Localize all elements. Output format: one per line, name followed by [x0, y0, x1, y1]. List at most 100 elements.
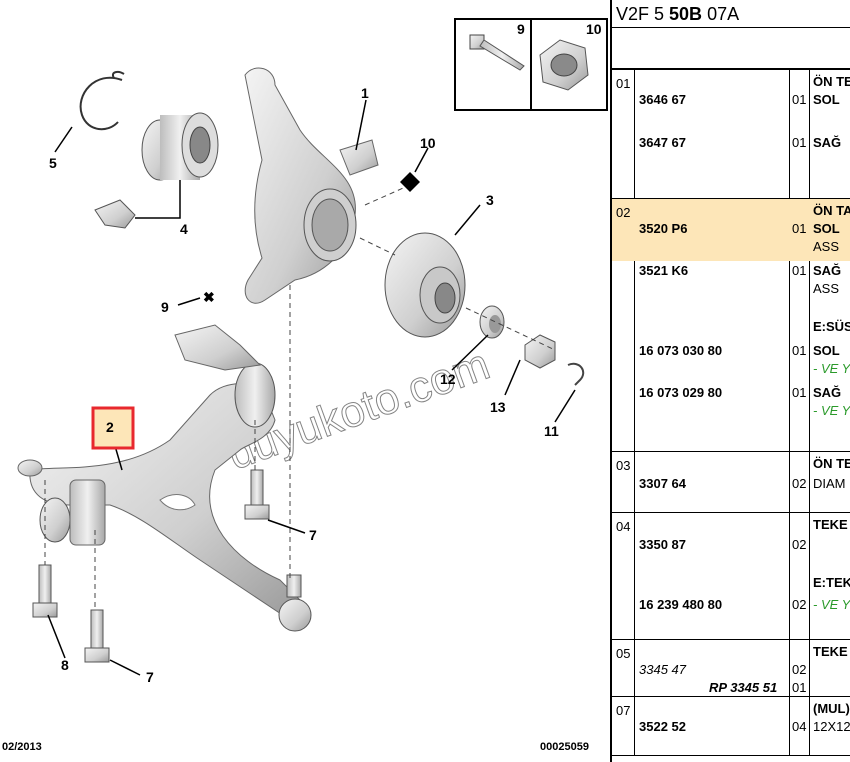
part-number[interactable]: 3520 P6: [639, 221, 688, 236]
part-number[interactable]: 3647 67: [639, 135, 686, 150]
part-description: (MUL): [813, 701, 850, 716]
quantity: 04: [792, 719, 807, 734]
footer-ref-code: 00025059: [540, 741, 589, 753]
inset-label-10: 10: [586, 21, 602, 37]
column-divider: [789, 513, 790, 639]
callout-11[interactable]: 11: [544, 423, 559, 439]
part-number[interactable]: 16 239 480 80: [639, 597, 723, 612]
callout-1[interactable]: 1: [361, 85, 369, 101]
callout-5[interactable]: 5: [49, 155, 57, 171]
column-divider: [634, 199, 635, 451]
group-number: 01: [616, 76, 631, 91]
part-number[interactable]: 3646 67: [639, 92, 686, 107]
column-divider: [789, 452, 790, 512]
part-description: 12X12: [813, 719, 850, 734]
part-number[interactable]: 3350 87: [639, 537, 686, 552]
callout-7a[interactable]: 7: [309, 527, 317, 543]
footer-date: 02/2013: [2, 741, 42, 753]
column-divider: [789, 199, 790, 451]
header-prefix: V2F 5: [616, 4, 670, 24]
quantity: 01: [792, 680, 807, 695]
callout-2[interactable]: 2: [106, 419, 114, 435]
header-bold: 50B: [669, 4, 703, 24]
parts-diagram: duyukoto.com 9 10: [2, 18, 608, 753]
quantity: 01: [792, 221, 807, 236]
callout-10[interactable]: 10: [420, 135, 436, 151]
marker-10-icon: [400, 172, 420, 192]
part-description: ÖN TE: [813, 74, 850, 89]
part-number[interactable]: RP 3345 51: [709, 680, 778, 695]
part-description: SOL: [813, 221, 840, 236]
column-divider: [634, 70, 635, 198]
wheel-bearing-part: [141, 112, 219, 181]
column-divider: [809, 513, 810, 639]
part-description: - VE Y: [813, 403, 850, 418]
callout-12[interactable]: 12: [440, 371, 456, 387]
inset-label-9: 9: [517, 21, 525, 37]
quantity: 02: [792, 597, 807, 612]
callout-7b[interactable]: 7: [146, 669, 154, 685]
column-divider: [789, 70, 790, 198]
group-number: 07: [616, 703, 631, 718]
circlip-part: [79, 70, 125, 131]
column-divider: [634, 513, 635, 639]
part-description: SAĞ: [813, 385, 842, 400]
column-divider: [634, 452, 635, 512]
part-number[interactable]: 3307 64: [639, 476, 686, 491]
seal-part: [479, 305, 505, 339]
column-divider: [634, 697, 635, 755]
split-pin-part: [567, 362, 585, 386]
part-description: E:SÜS: [813, 319, 850, 334]
part-description: TEKE: [813, 644, 848, 659]
callout-9[interactable]: 9: [161, 299, 169, 315]
part-number[interactable]: 16 073 030 80: [639, 343, 723, 358]
part-number[interactable]: 16 073 029 80: [639, 385, 723, 400]
part-description: - VE Y: [813, 597, 850, 612]
fastener-inset: 9 10: [454, 18, 608, 111]
quantity: 01: [792, 343, 807, 358]
column-divider: [789, 640, 790, 696]
sensor-block-part: [94, 199, 136, 229]
column-divider: [809, 70, 810, 198]
part-description: E:TEK: [813, 575, 850, 590]
part-description: SAĞ: [813, 135, 842, 150]
column-divider: [809, 452, 810, 512]
part-number[interactable]: 3345 47: [639, 662, 686, 677]
column-divider: [809, 640, 810, 696]
wheel-hub-part: [384, 232, 466, 338]
catalog-header: V2F 5 50B 07A: [612, 0, 850, 28]
part-number[interactable]: 3521 K6: [639, 263, 689, 278]
column-divider: [789, 697, 790, 755]
quantity: 01: [792, 385, 807, 400]
group-number: 04: [616, 519, 631, 534]
bolt-7-lower-part: [84, 609, 110, 663]
group-number: 02: [616, 205, 631, 220]
selected-row-highlight: [612, 199, 850, 261]
bolt-8-part: [32, 564, 58, 618]
group-number: 05: [616, 646, 631, 661]
quantity: 02: [792, 476, 807, 491]
part-description: SAĞ: [813, 263, 842, 278]
lower-control-arm-part: [17, 324, 312, 632]
callout-8[interactable]: 8: [61, 657, 69, 673]
callout-4[interactable]: 4: [180, 221, 188, 237]
callout-2-highlight[interactable]: [91, 406, 135, 450]
header-suffix: 07A: [702, 4, 740, 24]
quantity: 01: [792, 135, 807, 150]
part-description: ÖN TE: [813, 456, 850, 471]
leader-lines: [47, 99, 576, 676]
group-number: 03: [616, 458, 631, 473]
callout-13[interactable]: 13: [490, 399, 506, 415]
part-description: ASS: [813, 239, 840, 254]
nut-icon: [539, 39, 589, 91]
callout-3[interactable]: 3: [486, 192, 494, 208]
part-description: TEKE: [813, 517, 848, 532]
marker-9-icon: ✖: [203, 289, 215, 305]
part-number[interactable]: 3522 52: [639, 719, 686, 734]
